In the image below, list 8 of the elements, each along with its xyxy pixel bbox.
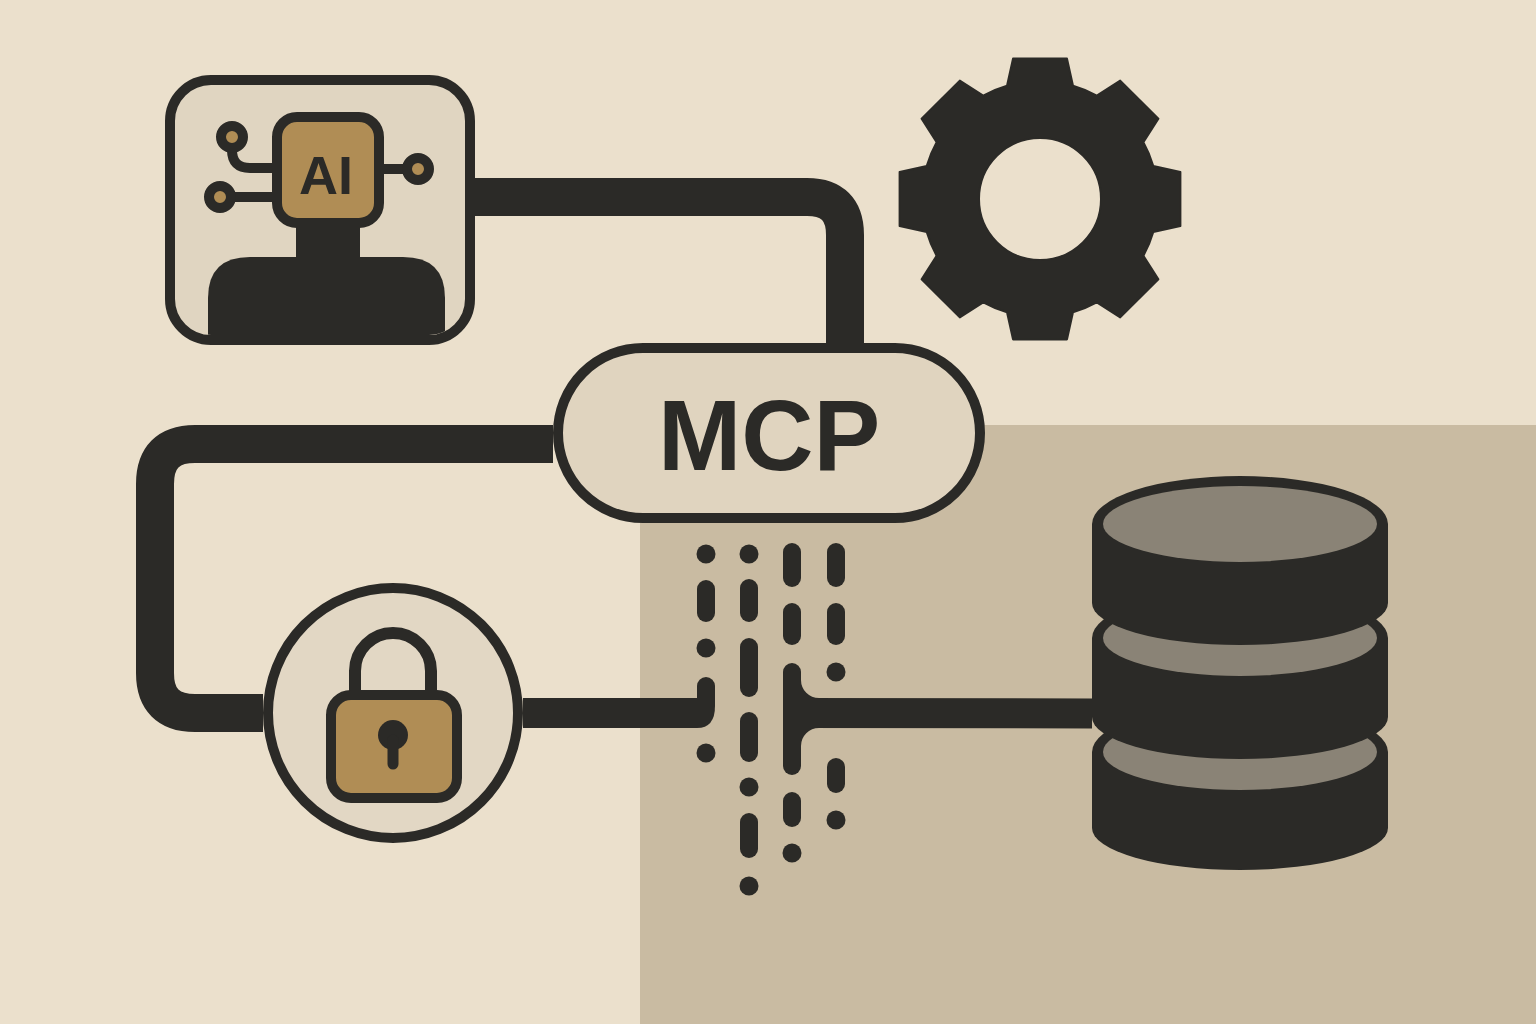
connector-line	[523, 698, 697, 728]
connector-line	[801, 698, 1092, 729]
database-icon	[1092, 476, 1388, 870]
avatar-card	[165, 75, 475, 345]
node-label: AI	[299, 148, 353, 202]
node-label: MCP	[657, 385, 881, 485]
connector-line	[136, 425, 553, 732]
gear-icon	[899, 58, 1181, 340]
